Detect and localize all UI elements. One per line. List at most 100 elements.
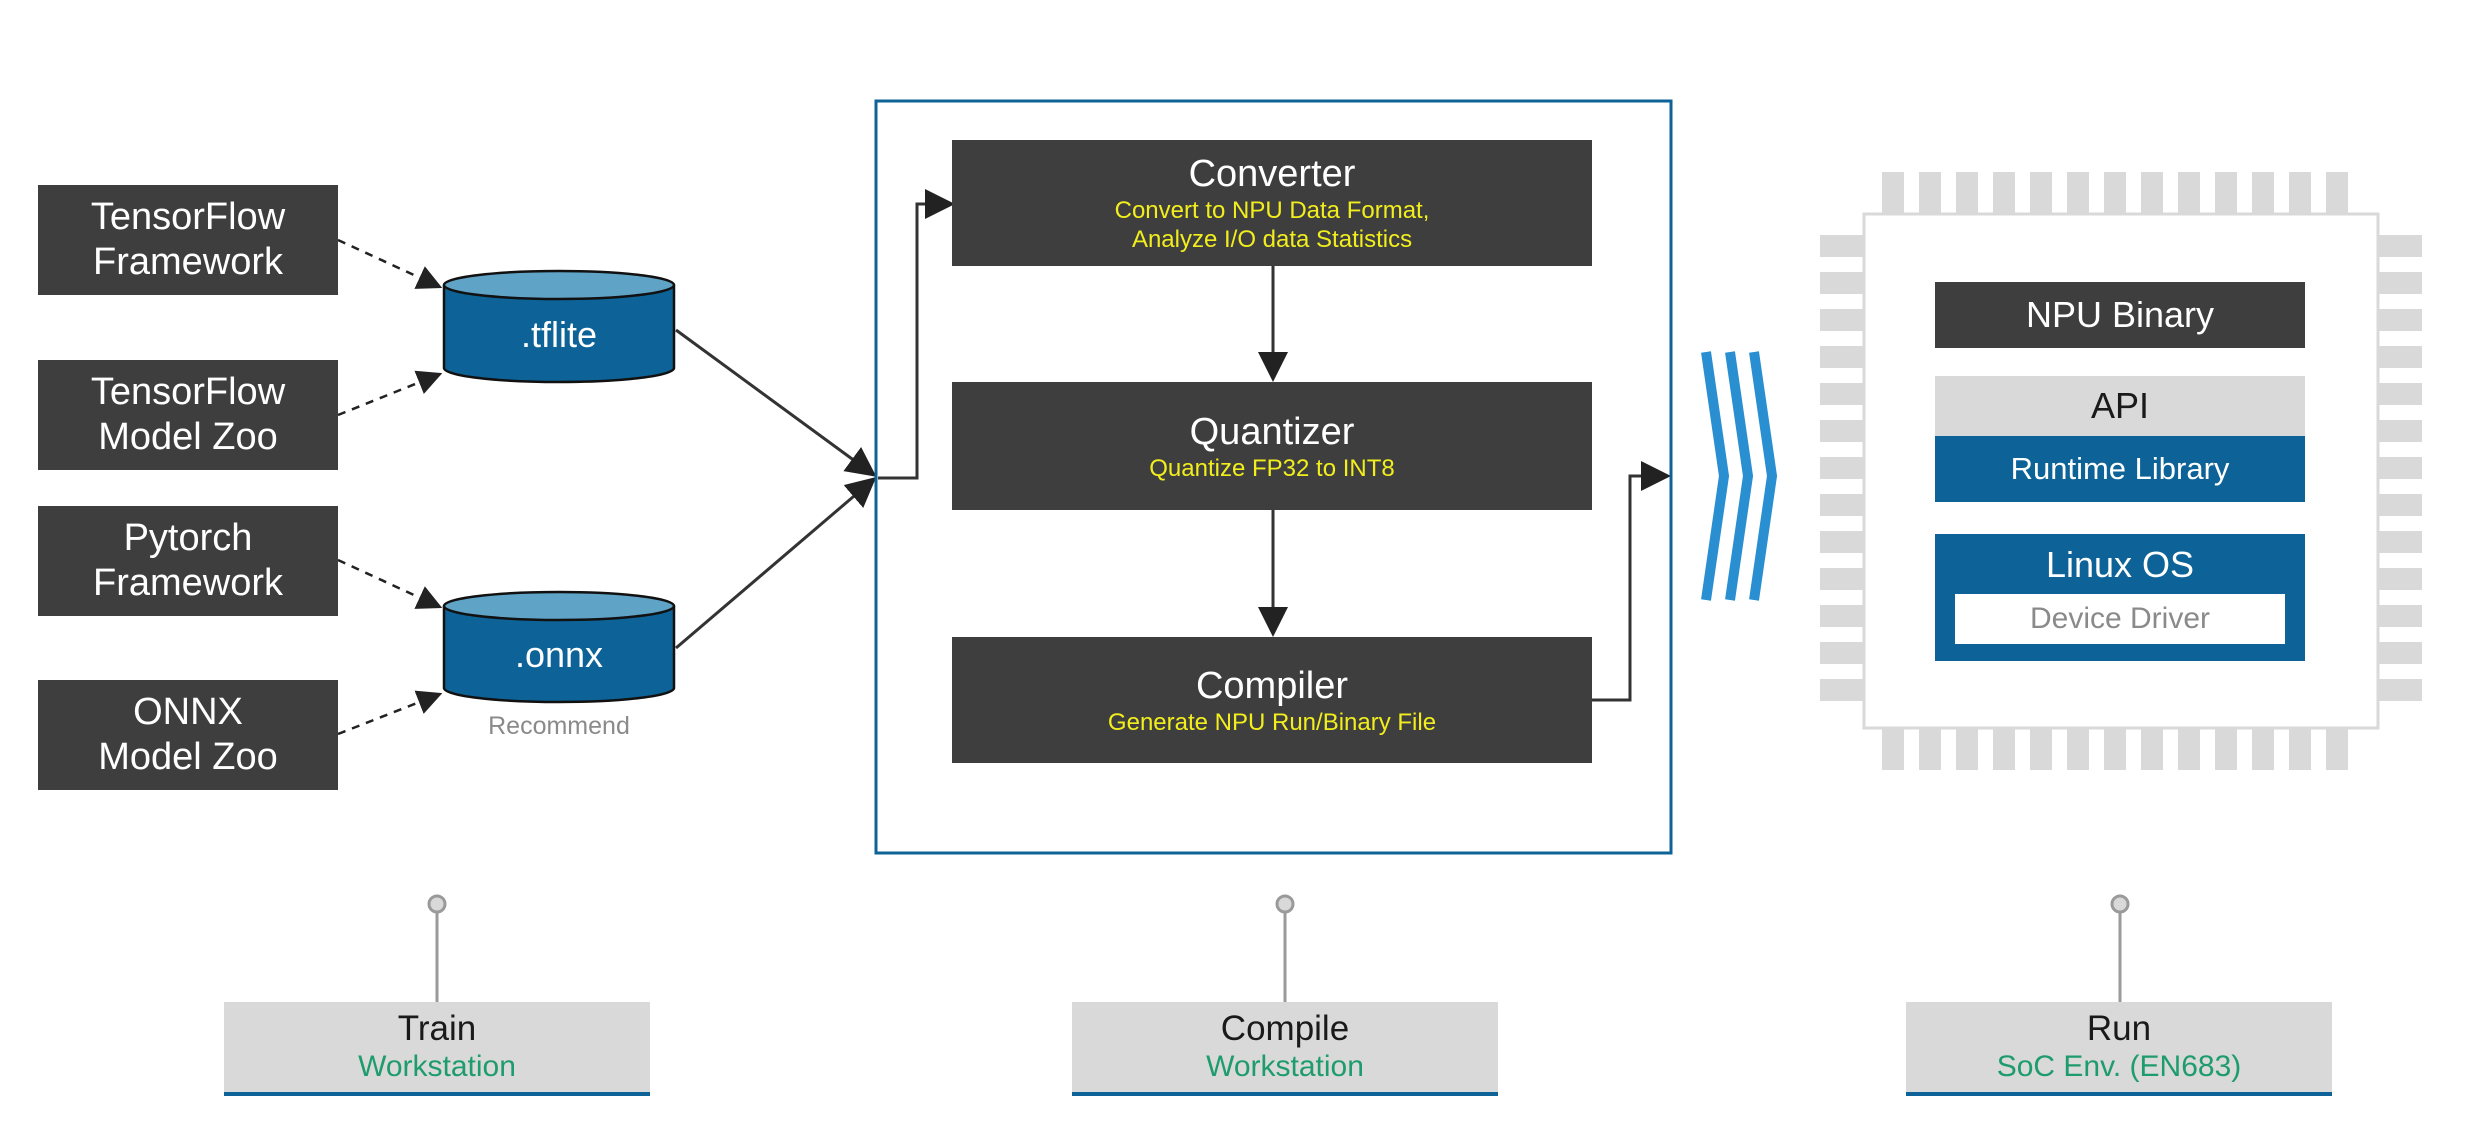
chip-pin [2104,728,2126,770]
chip-pin [2178,728,2200,770]
chip-pin [2378,420,2422,442]
source-line2: Framework [92,241,284,283]
stage-train-title: Train [397,1009,477,1048]
source-onnx-model-zoo: ONNX Model Zoo [38,680,338,790]
chip-pin [2141,728,2163,770]
chip-pin [2378,642,2422,664]
tflite-cylinder [442,269,676,384]
source-line1: Pytorch [123,517,253,559]
chip-pin [1919,728,1941,770]
chip-pin [2067,172,2089,214]
api-label: API [2090,385,2150,426]
quantizer-title: Quantizer [1189,410,1355,453]
onnx-label: .onnx [514,634,604,675]
chip-pin [1820,494,1864,516]
source-line1: ONNX [133,691,243,733]
stage-compile-env: Workstation [1206,1050,1364,1083]
chip-pin [2378,531,2422,553]
chip-pin [1820,383,1864,405]
runtime-library-box: Runtime Library [1935,436,2305,502]
chip-pin [1820,679,1864,701]
linux-os-box: Linux OS Device Driver [1935,534,2305,661]
linux-os-label: Linux OS [2045,544,2195,585]
toolchain-frame [874,99,1673,855]
stage-run: Run SoC Env. (EN683) [1906,1002,2332,1096]
arrow-onnx-zoo-to-onnx [337,690,443,736]
chip-pin [2030,728,2052,770]
compiler-title: Compiler [1195,664,1349,707]
onnx-cylinder [442,590,676,704]
chip-pins [1820,172,2422,770]
stage-run-env: SoC Env. (EN683) [1996,1050,2242,1083]
converter-desc-line1: Convert to NPU Data Format, [1114,197,1430,224]
stage-compile-title: Compile [1220,1009,1350,1048]
npu-binary-box: NPU Binary [1935,282,2305,348]
chip-pin [2030,172,2052,214]
chip-pin [2215,728,2237,770]
run-stage-dot [2110,894,2130,914]
chip-pin [2378,272,2422,294]
chip-pin [1993,728,2015,770]
device-driver-box: Device Driver [1955,594,2285,644]
chip-pin [1820,568,1864,590]
chip-pin [1820,272,1864,294]
chip-pin [2326,172,2348,214]
chip-pin [2378,383,2422,405]
chip-pin [2378,346,2422,368]
chip-pin [2215,172,2237,214]
chip-pin [1882,172,1904,214]
chip-pin [2141,172,2163,214]
chip-pin [2104,172,2126,214]
chip-pin [2289,172,2311,214]
chip-pin [1820,346,1864,368]
chip-pin [2378,605,2422,627]
tflite-label: .tflite [520,314,598,355]
chip-pin [1820,235,1864,257]
arrow-tflite-to-toolchain [675,328,877,477]
source-tensorflow-framework: TensorFlow Framework [38,185,338,295]
chip-pin [1820,309,1864,331]
chip-pin [2252,172,2274,214]
arrow-pytorch-to-onnx [337,558,443,609]
chip-pin [2378,235,2422,257]
arrow-into-converter [878,189,955,480]
converter-title: Converter [1188,153,1356,195]
stage-run-title: Run [2086,1009,2152,1048]
chip-pin [1820,605,1864,627]
api-box: API [1935,376,2305,436]
chip-pin [2178,172,2200,214]
source-line2: Framework [92,562,284,604]
chip-pin [1956,172,1978,214]
chip-pin [1820,642,1864,664]
source-line1: TensorFlow [90,196,286,238]
arrow-compiler-out [1592,461,1671,702]
arrow-onnx-to-toolchain [675,477,877,650]
chip-pin [2067,728,2089,770]
chip-pin [2378,568,2422,590]
stage-train: Train Workstation [224,1002,650,1096]
train-stage-dot [427,894,447,914]
chip-pin [1820,420,1864,442]
chip-pin [1919,172,1941,214]
device-driver-label: Device Driver [2029,602,2211,635]
chip-pin [2378,457,2422,479]
converter-desc-line2: Analyze I/O data Statistics [1131,226,1413,253]
chip-pin [1956,728,1978,770]
chip-pin [2378,309,2422,331]
source-line2: Model Zoo [98,736,278,778]
npu-binary-label: NPU Binary [2025,294,2215,335]
chip-pin [1882,728,1904,770]
arrow-tf-zoo-to-tflite [337,370,443,417]
chip-pin [2378,679,2422,701]
arrow-tf-framework-to-tflite [337,238,443,289]
source-pytorch-framework: Pytorch Framework [38,506,338,616]
converter-box: Converter Convert to NPU Data Format, An… [952,140,1592,266]
chip-pin [2252,728,2274,770]
source-line1: TensorFlow [90,371,286,413]
forward-chevrons-icon [1701,351,1778,601]
quantizer-desc: Quantize FP32 to INT8 [1149,454,1395,482]
compile-stage-dot [1275,894,1295,914]
chip-pin [2378,494,2422,516]
runtime-library-label: Runtime Library [2010,451,2230,486]
